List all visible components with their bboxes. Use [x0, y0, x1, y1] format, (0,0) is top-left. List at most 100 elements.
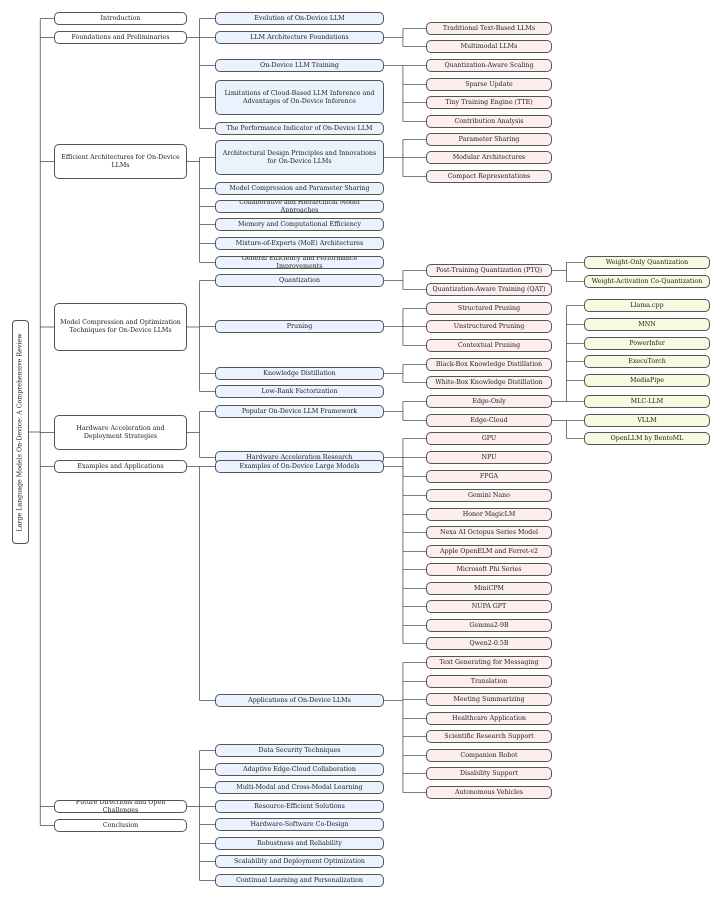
- node-label: Scientific Research Support: [444, 732, 534, 740]
- node-quantization-aware-scaling: Quantization-Aware Scaling: [426, 59, 552, 72]
- node-qwen2-0-5b: Qwen2-0.5B: [426, 637, 552, 650]
- node-evolution-of-on-device-llm: Evolution of On-Device LLM: [215, 12, 384, 25]
- node-label: Weight-Only Quantization: [605, 258, 689, 266]
- node-label: Continual Learning and Personalization: [236, 876, 363, 884]
- node-label: Knowledge Distillation: [263, 369, 336, 377]
- node-meeting-summarizing: Meeting Summarizing: [426, 693, 552, 706]
- node-label: Edge-Only: [472, 397, 506, 405]
- node-parameter-sharing: Parameter Sharing: [426, 133, 552, 146]
- node-companion-robot: Companion Robot: [426, 749, 552, 762]
- node-gemini-nano: Gemini Nano: [426, 489, 552, 502]
- node-edge-cloud: Edge-Cloud: [426, 414, 552, 427]
- node-knowledge-distillation: Knowledge Distillation: [215, 367, 384, 380]
- node-model-compression-and-optimization-techniques-for-on-device-llms: Model Compression and Optimization Techn…: [54, 303, 187, 351]
- node-executorch: ExecuTorch: [584, 355, 710, 368]
- node-healthcare-application: Healthcare Application: [426, 712, 552, 725]
- node-label: Mixture-of-Experts (MoE) Architectures: [235, 239, 364, 247]
- node-label: ExecuTorch: [628, 357, 666, 365]
- node-label: Contribution Analysis: [454, 117, 524, 125]
- node-label: NPU: [481, 453, 497, 461]
- node-label: Hardware Acceleration Research: [246, 453, 353, 461]
- node-microsoft-phi-series: Microsoft Phi Series: [426, 563, 552, 576]
- node-label: Model Compression and Optimization Techn…: [60, 319, 181, 334]
- node-resource-efficient-solutions: Resource-Efficient Solutions: [215, 800, 384, 813]
- node-text-generating-for-messaging: Text Generating for Messaging: [426, 656, 552, 669]
- node-minicpm: MiniCPM: [426, 582, 552, 595]
- node-traditional-text-based-llms: Traditional Text-Based LLMs: [426, 22, 552, 35]
- node-future-directions-and-open-challenges: Future Directions and Open Challenges: [54, 800, 187, 813]
- node-label: Traditional Text-Based LLMs: [442, 24, 536, 32]
- node-label: Applications of On-Device LLMs: [248, 696, 351, 704]
- node-weight-only-quantization: Weight-Only Quantization: [584, 256, 710, 269]
- node-label: Gemma2-9B: [469, 621, 509, 629]
- node-label: Microsoft Phi Series: [456, 565, 522, 573]
- node-label: Black-Box Knowledge Distillation: [435, 360, 543, 368]
- node-label: White-Box Knowledge Distillation: [435, 378, 543, 386]
- node-limitations-of-cloud-based-llm-inference-and-advantages-of-on-device-inference: Limitations of Cloud-Based LLM Inference…: [215, 80, 384, 115]
- node-label: Parameter Sharing: [458, 135, 520, 143]
- node-label: VLLM: [637, 416, 657, 424]
- node-mlc-llm: MLC-LLM: [584, 395, 710, 408]
- node-label: Structured Pruning: [457, 304, 521, 312]
- node-disability-support: Disability Support: [426, 767, 552, 780]
- node-label: Nexa AI Octopus Series Model: [440, 528, 538, 536]
- node-examples-and-applications: Examples and Applications: [54, 460, 187, 473]
- node-label: LLM Architecture Foundations: [250, 33, 349, 41]
- node-contextual-pruning: Contextual Pruning: [426, 339, 552, 352]
- node-general-efficiency-and-performance-improvements: General Efficiency and Performance Impro…: [215, 256, 384, 269]
- node-label: Multi-Modal and Cross-Modal Learning: [236, 783, 363, 791]
- node-label: MNN: [638, 320, 656, 328]
- node-label: Robustness and Reliability: [257, 839, 342, 847]
- node-honor-magiclm: Honor MagicLM: [426, 508, 552, 521]
- node-label: Efficient Architectures for On-Device LL…: [61, 153, 180, 169]
- node-the-performance-indicator-of-on-device-llm: The Performance Indicator of On-Device L…: [215, 122, 384, 135]
- node-popular-on-device-llm-framework: Popular On-Device LLM Framework: [215, 405, 384, 418]
- node-unstructured-pruning: Unstructured Pruning: [426, 320, 552, 333]
- node-tiny-training-engine-tte: Tiny Training Engine (TTE): [426, 96, 552, 109]
- node-label: Compact Representations: [447, 172, 531, 180]
- node-sparse-update: Sparse Update: [426, 78, 552, 91]
- node-label: Text Generating for Messaging: [439, 658, 539, 666]
- node-label: Conclusion: [102, 821, 139, 829]
- node-on-device-llm-training: On-Device LLM Training: [215, 59, 384, 72]
- node-label: Quantization-Aware Scaling: [444, 61, 534, 69]
- node-label: Tiny Training Engine (TTE): [445, 98, 533, 106]
- node-label: NUPA GPT: [471, 602, 507, 610]
- node-label: Healthcare Application: [452, 714, 526, 722]
- node-label: Gemini Nano: [468, 491, 510, 499]
- node-label: Weight-Activation Co-Quantization: [591, 277, 703, 285]
- node-label: Autonomous Vehicles: [454, 788, 524, 796]
- node-contribution-analysis: Contribution Analysis: [426, 115, 552, 128]
- node-label: Evolution of On-Device LLM: [254, 14, 345, 22]
- node-openllm-by-bentoml: OpenLLM by BentoML: [584, 432, 710, 445]
- node-label: Companion Robot: [460, 751, 518, 759]
- node-conclusion: Conclusion: [54, 819, 187, 832]
- node-data-security-techniques: Data Security Techniques: [215, 744, 384, 757]
- node-llama-cpp: Llama.cpp: [584, 299, 710, 312]
- node-label: Introduction: [100, 14, 141, 22]
- node-scalability-and-deployment-optimization: Scalability and Deployment Optimization: [215, 855, 384, 868]
- node-label: Edge-Cloud: [470, 416, 508, 424]
- node-label: Data Security Techniques: [258, 746, 341, 754]
- node-nexa-ai-octopus-series-model: Nexa AI Octopus Series Model: [426, 526, 552, 539]
- node-label: Collaborative and Hierarchical Model App…: [239, 200, 360, 213]
- node-label: MLC-LLM: [630, 397, 664, 405]
- node-model-compression-and-parameter-sharing: Model Compression and Parameter Sharing: [215, 182, 384, 195]
- node-nupa-gpt: NUPA GPT: [426, 600, 552, 613]
- node-mixture-of-experts-moe-architectures: Mixture-of-Experts (MoE) Architectures: [215, 237, 384, 250]
- node-efficient-architectures-for-on-device-llms: Efficient Architectures for On-Device LL…: [54, 144, 187, 179]
- node-fpga: FPGA: [426, 470, 552, 483]
- node-label: Disability Support: [460, 769, 518, 777]
- node-label: The Performance Indicator of On-Device L…: [226, 124, 373, 132]
- node-label: Qwen2-0.5B: [469, 639, 509, 647]
- node-label: Honor MagicLM: [462, 510, 516, 518]
- node-white-box-knowledge-distillation: White-Box Knowledge Distillation: [426, 376, 552, 389]
- node-introduction: Introduction: [54, 12, 187, 25]
- node-continual-learning-and-personalization: Continual Learning and Personalization: [215, 874, 384, 887]
- node-apple-openelm-and-ferret-v2: Apple OpenELM and Ferret-v2: [426, 545, 552, 558]
- node-label: Future Directions and Open Challenges: [75, 800, 166, 813]
- node-label: MediaPipe: [630, 376, 664, 384]
- node-label: PowerInfer: [629, 339, 665, 347]
- node-llm-architecture-foundations: LLM Architecture Foundations: [215, 31, 384, 44]
